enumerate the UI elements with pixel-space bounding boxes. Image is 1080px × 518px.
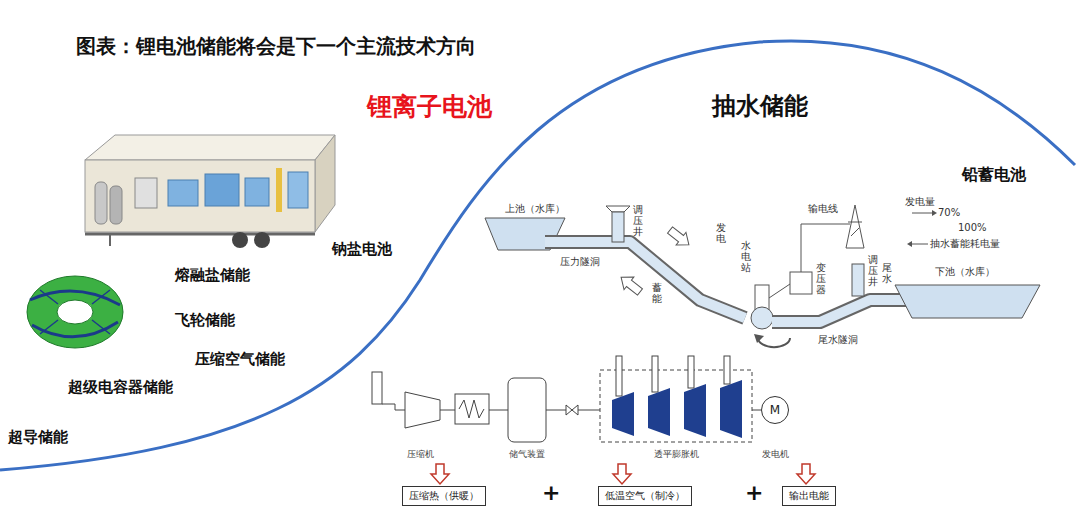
pumped-hydro [485, 205, 1040, 347]
node-text: M [770, 403, 780, 417]
curve-label: 锂离子电池 [367, 92, 492, 122]
part-label: 发电量 [905, 196, 935, 208]
part-label: 发电 [716, 222, 726, 244]
output-box: 输出电能 [782, 486, 836, 506]
curve-label: 超导储能 [8, 428, 68, 446]
node-text: 低温空气（制冷） [605, 490, 685, 502]
container-truck [85, 135, 335, 248]
part-label: 压力隧洞 [560, 256, 600, 268]
flywheel [27, 276, 123, 348]
part-label: 70% [938, 207, 960, 219]
node-text: 输出电能 [789, 490, 829, 502]
chart-title: 图表：锂电池储能将会是下一个主流技术方向 [76, 34, 476, 58]
node-text: 压缩热（供暖） [409, 490, 479, 502]
part-label: 尾水隧洞 [818, 334, 858, 346]
part-label: 变压器 [816, 262, 826, 295]
part-label: 发电机 [762, 449, 789, 460]
curve-label: 钠盐电池 [332, 240, 392, 258]
part-label: 100% [958, 222, 987, 234]
curve-label: 抽水储能 [712, 92, 808, 121]
output-box: 压缩热（供暖） [402, 486, 486, 506]
part-label: 调压井 [868, 254, 878, 287]
part-label: 输电线 [808, 203, 838, 215]
generator-circle: M [761, 396, 789, 424]
compressed-air-system [372, 356, 815, 484]
part-label: 尾水 [882, 262, 892, 284]
curve-label: 压缩空气储能 [195, 350, 285, 368]
part-label: 压缩机 [407, 449, 434, 460]
part-label: 下池（水库） [935, 266, 995, 278]
part-label: 蓄能 [652, 282, 662, 304]
part-label: 储气装置 [509, 449, 545, 460]
s-curve [0, 41, 1075, 470]
part-label: 上池（水库） [505, 203, 565, 215]
part-label: 水电站 [741, 240, 751, 273]
plus-sign: + [745, 480, 763, 506]
part-label: 透平膨胀机 [654, 449, 699, 460]
part-label: 调压井 [633, 204, 643, 237]
part-label: 抽水蓄能耗电量 [930, 238, 1000, 250]
output-box: 低温空气（制冷） [598, 486, 692, 506]
curve-label: 熔融盐储能 [175, 266, 250, 284]
curve-label: 飞轮储能 [175, 311, 235, 329]
plus-sign: + [542, 480, 560, 506]
curve-label: 超级电容器储能 [68, 378, 173, 396]
curve-label: 铅蓄电池 [962, 165, 1026, 184]
